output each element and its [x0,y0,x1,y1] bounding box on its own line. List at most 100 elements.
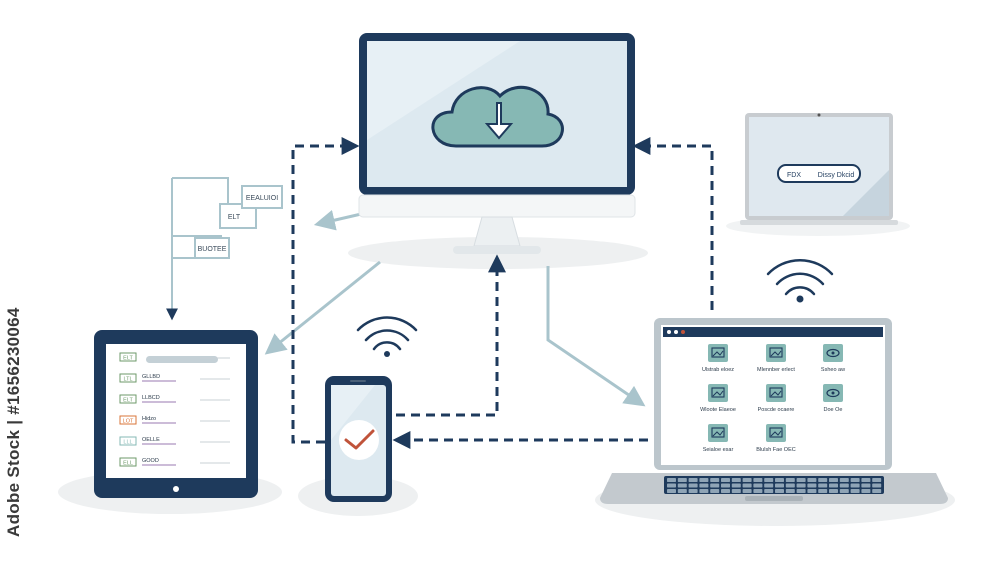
image-icon [766,344,786,362]
small-laptop-left-label: FDX [787,172,801,179]
keyboard-key [796,478,806,482]
tablet-item-text: GOOD [142,458,159,464]
dashed-connectors [291,137,714,449]
keyboard-key [807,489,817,493]
keyboard-key [785,489,795,493]
keyboard-key [850,489,860,493]
dashed-laptop-to-monitor-right [632,137,714,310]
keyboard-key [753,483,763,488]
laptop-app-label: Ssheo aw [821,367,845,373]
keyboard-key [775,483,784,488]
keyboard-key [818,489,828,493]
laptop-app-label: Ulstrab eloez [702,367,734,373]
tablet-list-item[interactable]: ELL GOOD [119,457,230,467]
laptop-app[interactable]: Mlennber erlect [757,344,795,373]
laptop-app-grid: Ulstrab eloez Mlennber erlect Ssheo aw Wloo… [700,344,845,453]
cloud-download-icon [431,85,564,148]
tablet-item-text: Hidzo [142,416,156,422]
tablet-search-bar[interactable] [146,356,218,363]
tablet-item-tag: LOT [123,419,134,425]
laptop-app-label: Blulsh Fae OEC [756,447,795,453]
laptop-app-label: Seialoe esar [703,447,734,453]
keyboard-key [667,489,676,493]
image-icon [708,344,728,362]
keyboard-key [785,483,795,488]
laptop-app-label: Poscde ocaere [758,407,795,413]
keyboard-key [839,478,849,482]
keyboard-key [721,489,730,493]
keyboard-key [829,483,838,488]
flow-label-middle: ELT [228,214,241,221]
keyboard-key [742,483,752,488]
keyboard-key [677,478,687,482]
keyboard-key [818,483,828,488]
flow-blocks [166,177,283,321]
tablet-item-text: GLLBD [142,374,160,380]
keyboard-key [688,483,698,488]
keyboard-key [699,478,709,482]
laptop-app[interactable]: Seialoe esar [703,424,734,453]
tablet [94,330,258,498]
tablet-item-tag: ELL [123,461,133,467]
keyboard-key [753,478,763,482]
keyboard-key [721,478,730,482]
laptop-app-label: Wloote Elaeoe [700,407,736,413]
connector-monitor-to-laptop [546,266,646,407]
keyboard-key [699,483,709,488]
keyboard-key [688,489,698,493]
keyboard-key [872,483,882,488]
keyboard-key [667,483,676,488]
image-icon [708,384,728,402]
keyboard-key [796,489,806,493]
laptop-app[interactable]: Doe Oe [823,384,843,413]
wifi-icon [766,259,834,303]
keyboard-key [753,489,763,493]
image-icon [766,424,786,442]
keyboard-key [807,483,817,488]
solid-connectors [264,203,646,407]
laptop-app[interactable]: Blulsh Fae OEC [756,424,796,453]
tablet-list-item[interactable]: LTL GLLBD [119,373,230,383]
laptop-app[interactable]: Wloote Elaeoe [700,384,736,413]
keyboard-key [785,478,795,482]
tablet-list-item[interactable]: ELT [119,352,230,362]
keyboard-key [872,489,882,493]
wifi-icon [356,316,418,357]
tablet-list-item[interactable]: LOT Hidzo [119,415,230,425]
laptop-app[interactable]: Ssheo aw [821,344,845,373]
eye-icon [823,344,843,362]
keyboard-key [872,478,882,482]
keyboard-key [742,478,752,482]
tablet-item-tag: LTL [123,377,132,383]
tablet-item-tag: ELT [123,398,133,404]
keyboard-key [721,483,730,488]
dashed-phone-to-monitor-left [291,137,360,444]
keyboard-key [710,483,720,488]
image-icon [708,424,728,442]
keyboard-key [818,478,828,482]
laptop-app-label: Doe Oe [824,407,843,413]
keyboard-key [710,489,720,493]
laptop-app[interactable]: Poscde ocaere [758,384,795,413]
tablet-item-tag: LLL [123,440,132,446]
keyboard-key [677,483,687,488]
keyboard-key [839,489,849,493]
small-laptop-right-label: Dissy Dkcid [818,172,855,179]
laptop-keyboard [667,478,882,493]
keyboard-key [775,489,784,493]
laptop-app-label: Mlennber erlect [757,367,795,373]
small-laptop [740,113,898,225]
image-icon [766,384,786,402]
tablet-item-tag: ELT [123,356,133,362]
laptop-app[interactable]: Ulstrab eloez [702,344,734,373]
flow-label-top: EEALUIOI [246,195,278,202]
keyboard-key [764,483,774,488]
connector-monitor-to-tablet [264,260,381,355]
keyboard-key [764,489,774,493]
keyboard-key [861,483,871,488]
keyboard-key [688,478,698,482]
